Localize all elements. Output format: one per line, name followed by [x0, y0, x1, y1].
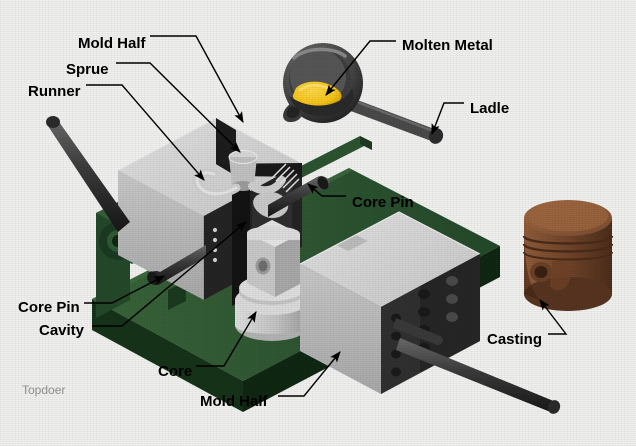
label-molten-metal: Molten Metal [402, 37, 493, 54]
ejector-rod-right [393, 318, 561, 414]
sprue-and-runner [192, 150, 300, 219]
leader-lines [84, 35, 568, 397]
label-casting: Casting [487, 331, 543, 348]
label-core-pin-right: Core Pin [352, 194, 414, 211]
core [235, 220, 309, 341]
label-runner: Runner [28, 83, 81, 100]
label-ladle: Ladle [470, 100, 510, 117]
label-core-pin-left: Core Pin [18, 299, 80, 316]
ladle [283, 43, 444, 144]
label-mold-half-top: Mold Half [78, 35, 146, 52]
label-core: Core [158, 363, 193, 380]
label-mold-half-bottom: Mold Half [200, 393, 268, 410]
label-sprue: Sprue [66, 61, 109, 78]
tie-bar-left [46, 116, 130, 232]
watermark: Topdoer [22, 383, 66, 397]
label-cavity: Cavity [39, 322, 85, 339]
casting-piston [522, 200, 614, 311]
